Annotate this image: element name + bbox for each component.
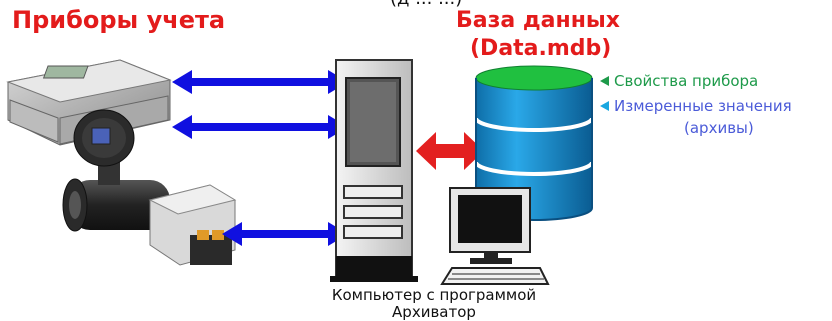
computer-tower [330,59,418,282]
computer-caption: Компьютер с программой Архиватор [306,287,562,321]
database-cylinder [474,65,594,221]
caption-line-2: Архиватор [392,303,476,321]
flow-meter-device [62,109,170,232]
legend-label: Измеренные значения [614,97,792,115]
link-arrow-meter [172,70,348,94]
legend-archives: (архивы) [684,119,754,137]
link-arrow-flowmeter [172,115,348,139]
blue-arrow-icon [600,101,609,111]
legend-label: Свойства прибора [614,72,759,90]
link-arrow-module [222,222,348,246]
keyboard [440,267,550,285]
database-filename: (Data.mdb) [470,36,612,61]
caption-line-1: Компьютер с программой [331,286,537,304]
legend-label: (архивы) [684,119,754,137]
module-device [148,184,237,266]
green-arrow-icon [600,76,609,86]
monitor [449,187,531,264]
db-arrow [416,132,484,170]
devices-title: Приборы учета [12,6,226,34]
legend-device-properties: Свойства прибора [600,72,758,90]
legend-measured-values: Измеренные значения [600,97,792,115]
database-title: База данных [456,8,621,33]
top-cropped-text: (д ... ...) [390,0,462,9]
